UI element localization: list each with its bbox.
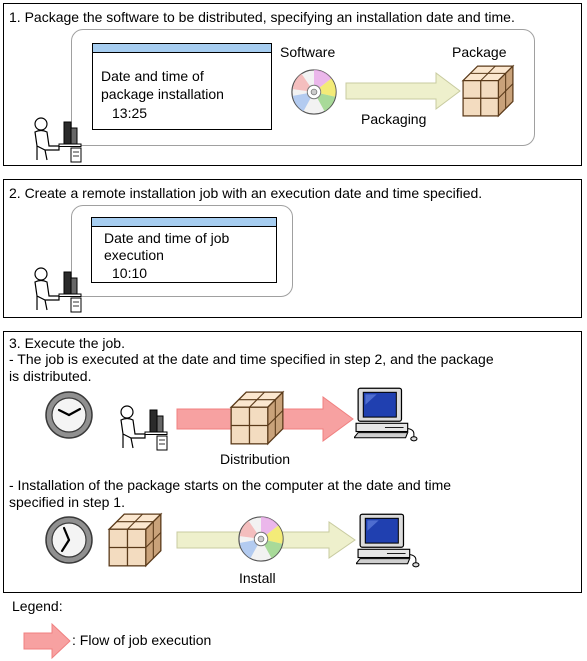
computer-icon (354, 387, 418, 442)
package-label: Package (452, 44, 507, 60)
install-label: Install (239, 570, 276, 586)
packaging-arrow (345, 72, 461, 110)
window-label-line2: package installation (101, 86, 224, 102)
legend-title: Legend: (12, 598, 63, 614)
legend-arrow (23, 622, 71, 660)
job-execution-window: Date and time of job execution 10:10 (91, 217, 277, 283)
user-computer-icon (34, 267, 82, 313)
clock-icon (45, 516, 93, 564)
packaging-label: Packaging (361, 111, 427, 127)
user-computer-icon (34, 117, 82, 163)
step3-bullet2-line2: specified in step 1. (9, 494, 125, 510)
clock-icon (45, 391, 93, 439)
package-icon (462, 65, 514, 117)
window-label-line1: Date and time of (101, 68, 204, 84)
step3-bullet1-line1: - The job is executed at the date and ti… (9, 351, 494, 367)
step3-panel: 3. Execute the job. - The job is execute… (3, 331, 582, 593)
step3-heading: 3. Execute the job. (9, 335, 125, 351)
step3-bullet2-line1: - Installation of the package starts on … (9, 477, 452, 493)
package-icon (108, 513, 162, 567)
legend-item-label: : Flow of job execution (72, 632, 212, 648)
cd-icon (238, 516, 284, 562)
computer-icon (356, 513, 420, 568)
software-label: Software (280, 44, 336, 60)
step2-panel: 2. Create a remote installation job with… (3, 179, 582, 318)
user-computer-icon (120, 405, 168, 451)
step3-bullet1-line2: is distributed. (9, 368, 92, 384)
package-install-window: Date and time of package installation 13… (92, 43, 272, 130)
step1-panel: 1. Package the software to be distribute… (3, 3, 582, 166)
window-value: 10:10 (112, 265, 148, 281)
cd-icon (291, 69, 337, 115)
window-label-line1: Date and time of job (104, 230, 230, 246)
step1-heading: 1. Package the software to be distribute… (9, 9, 515, 25)
distribution-label: Distribution (220, 451, 291, 467)
window-value: 13:25 (112, 105, 148, 121)
step2-heading: 2. Create a remote installation job with… (9, 185, 483, 201)
window-titlebar (93, 44, 271, 53)
package-icon (230, 391, 284, 445)
window-label-line2: execution (104, 247, 164, 263)
window-titlebar (92, 218, 276, 227)
